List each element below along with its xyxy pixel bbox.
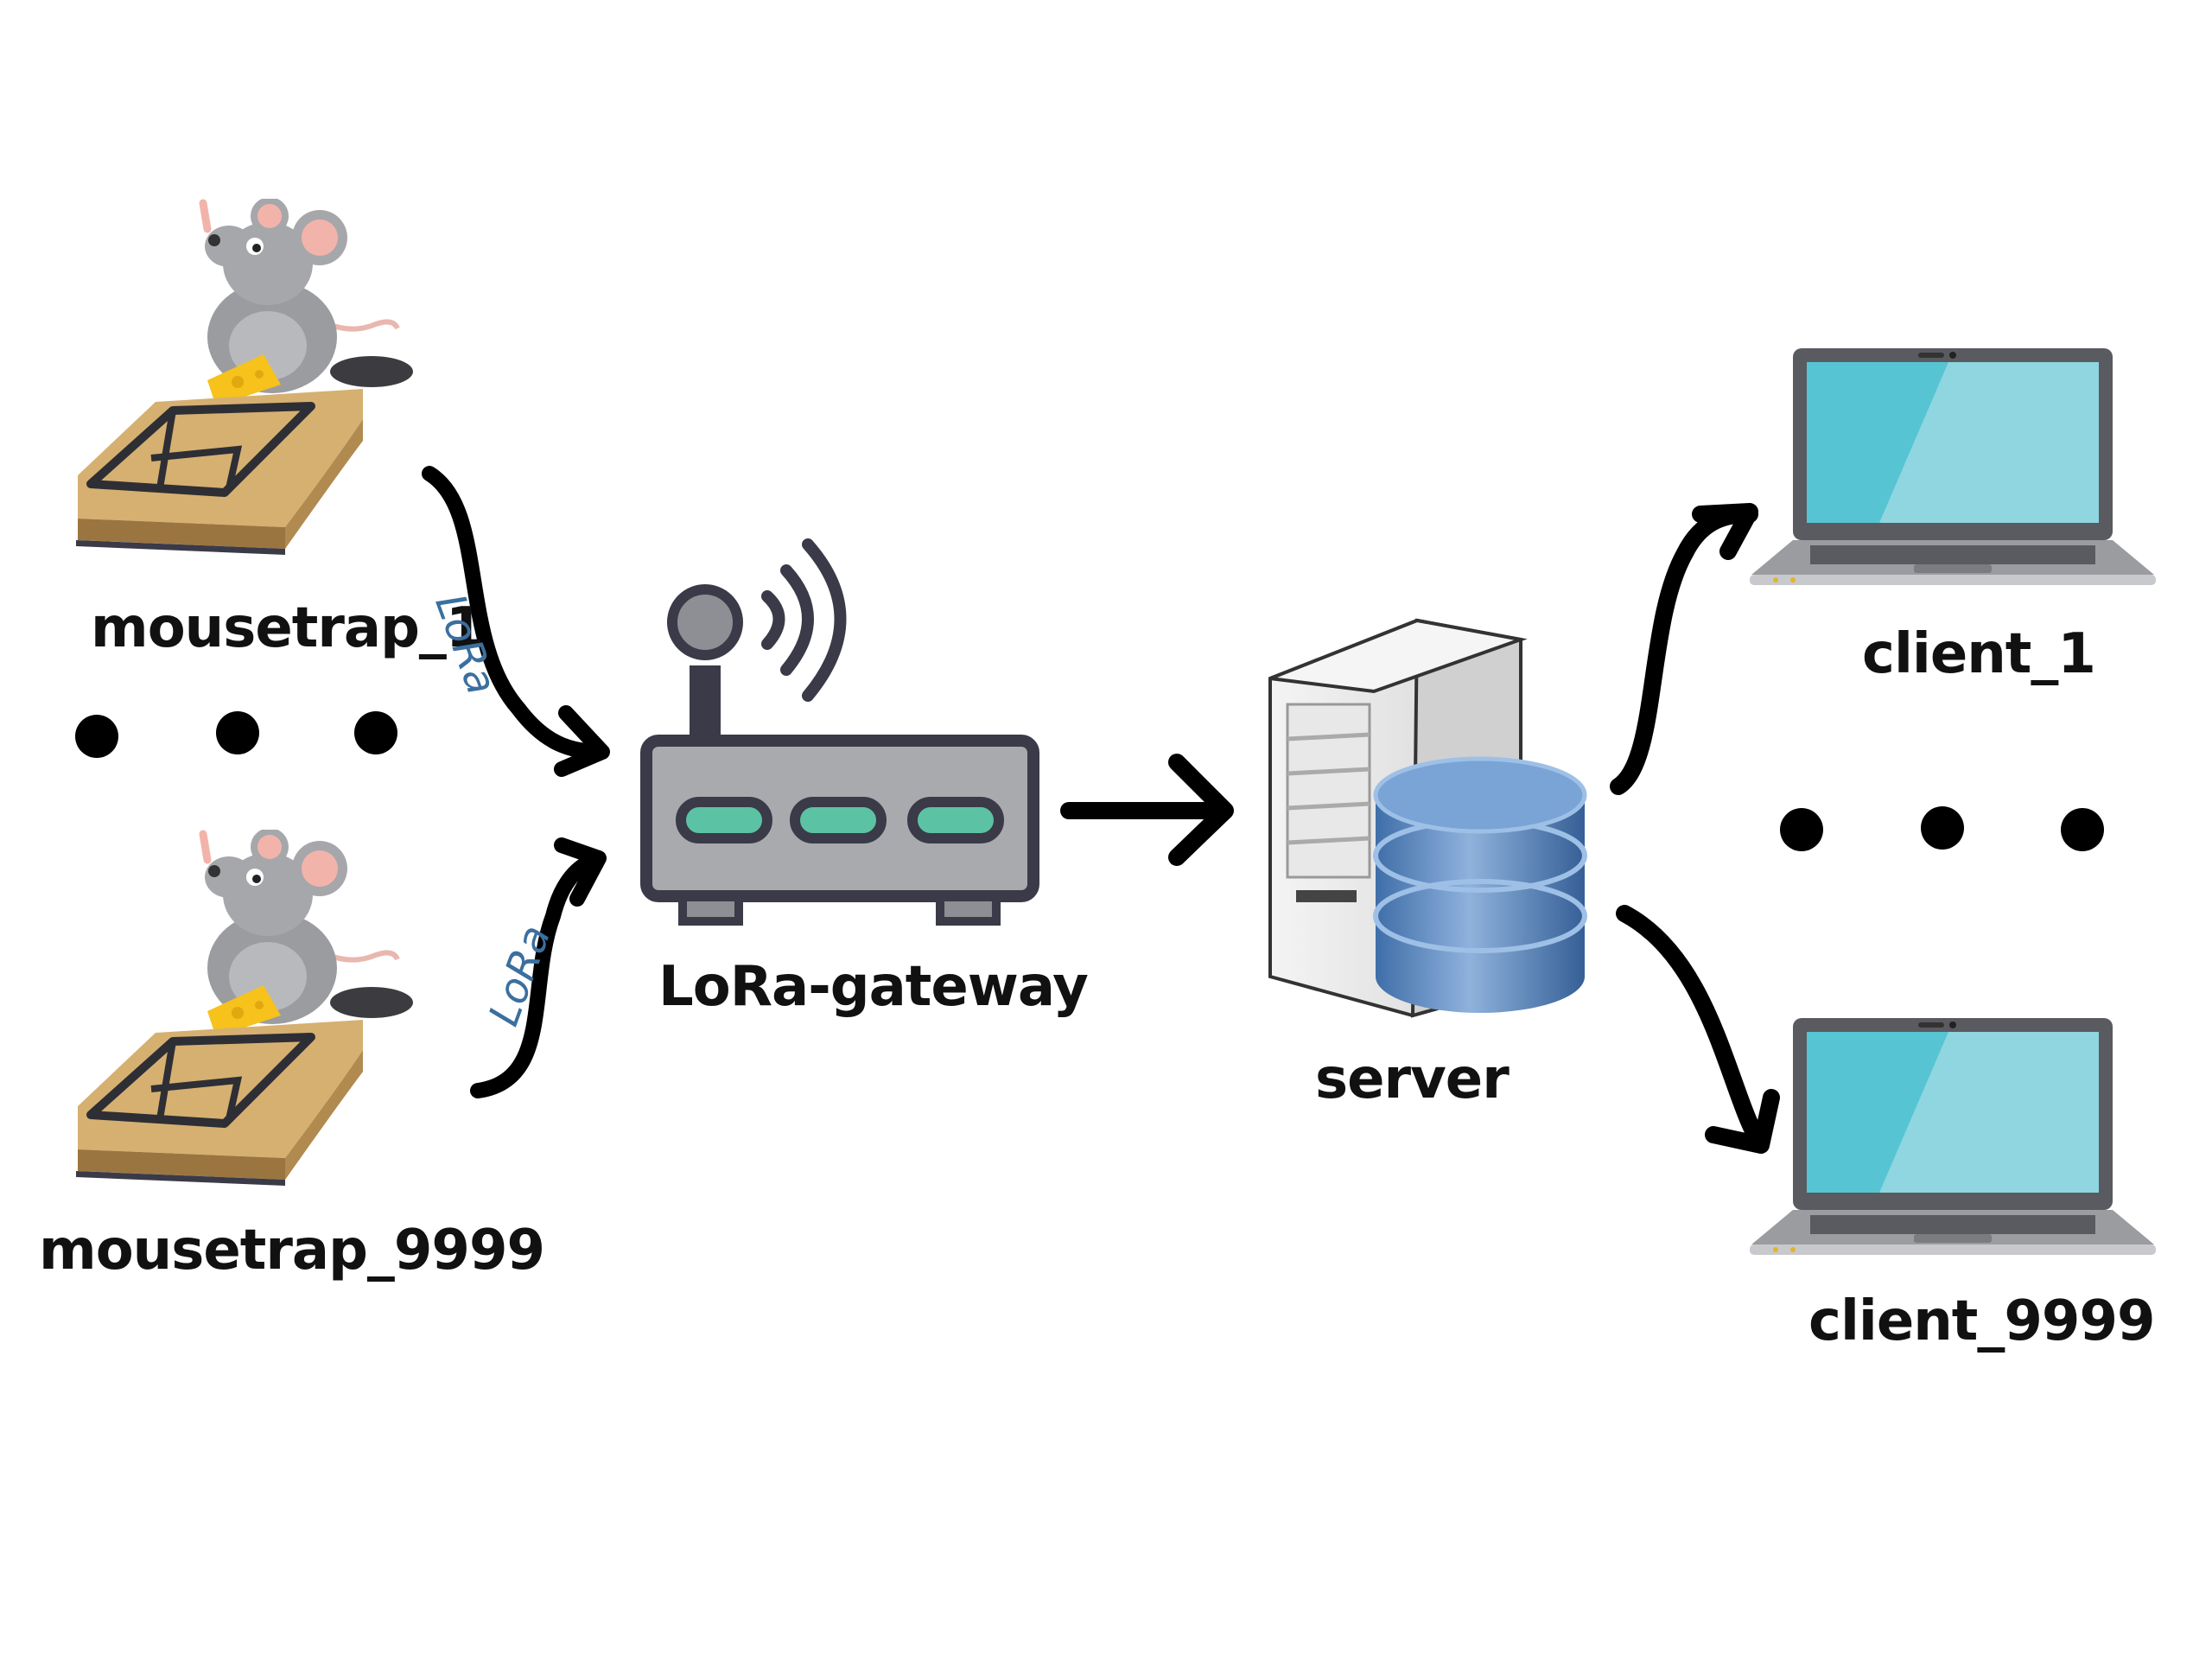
label-client-9999: client_9999 xyxy=(1808,1289,2155,1353)
arrow-server-to-client-bottom xyxy=(1616,905,1780,1154)
lora-arrow-bottom xyxy=(470,837,607,1098)
label-client-1: client_1 xyxy=(1862,622,2096,686)
mousetrap-with-mouse-icon-top xyxy=(76,197,413,555)
laptop-icon-top xyxy=(1750,348,2156,585)
laptop-icon-bottom xyxy=(1750,1018,2156,1255)
label-mousetrap-9999: mousetrap_9999 xyxy=(39,1219,545,1283)
ellipsis-right xyxy=(1780,806,2104,851)
lora-arrow-top xyxy=(422,466,610,777)
wireless-router-icon xyxy=(640,538,1039,926)
label-lora-gateway: LoRa-gateway xyxy=(658,955,1089,1019)
label-mousetrap-1: mousetrap_1 xyxy=(91,596,484,660)
ellipsis-left xyxy=(75,711,397,758)
mousetrap-with-mouse-icon-bottom xyxy=(76,828,413,1186)
label-server: server xyxy=(1315,1047,1510,1111)
arrow-server-to-client-top xyxy=(1610,503,1758,795)
server-tower-with-database-icon xyxy=(1268,618,1587,1018)
arrow-gateway-to-server xyxy=(1060,754,1234,866)
